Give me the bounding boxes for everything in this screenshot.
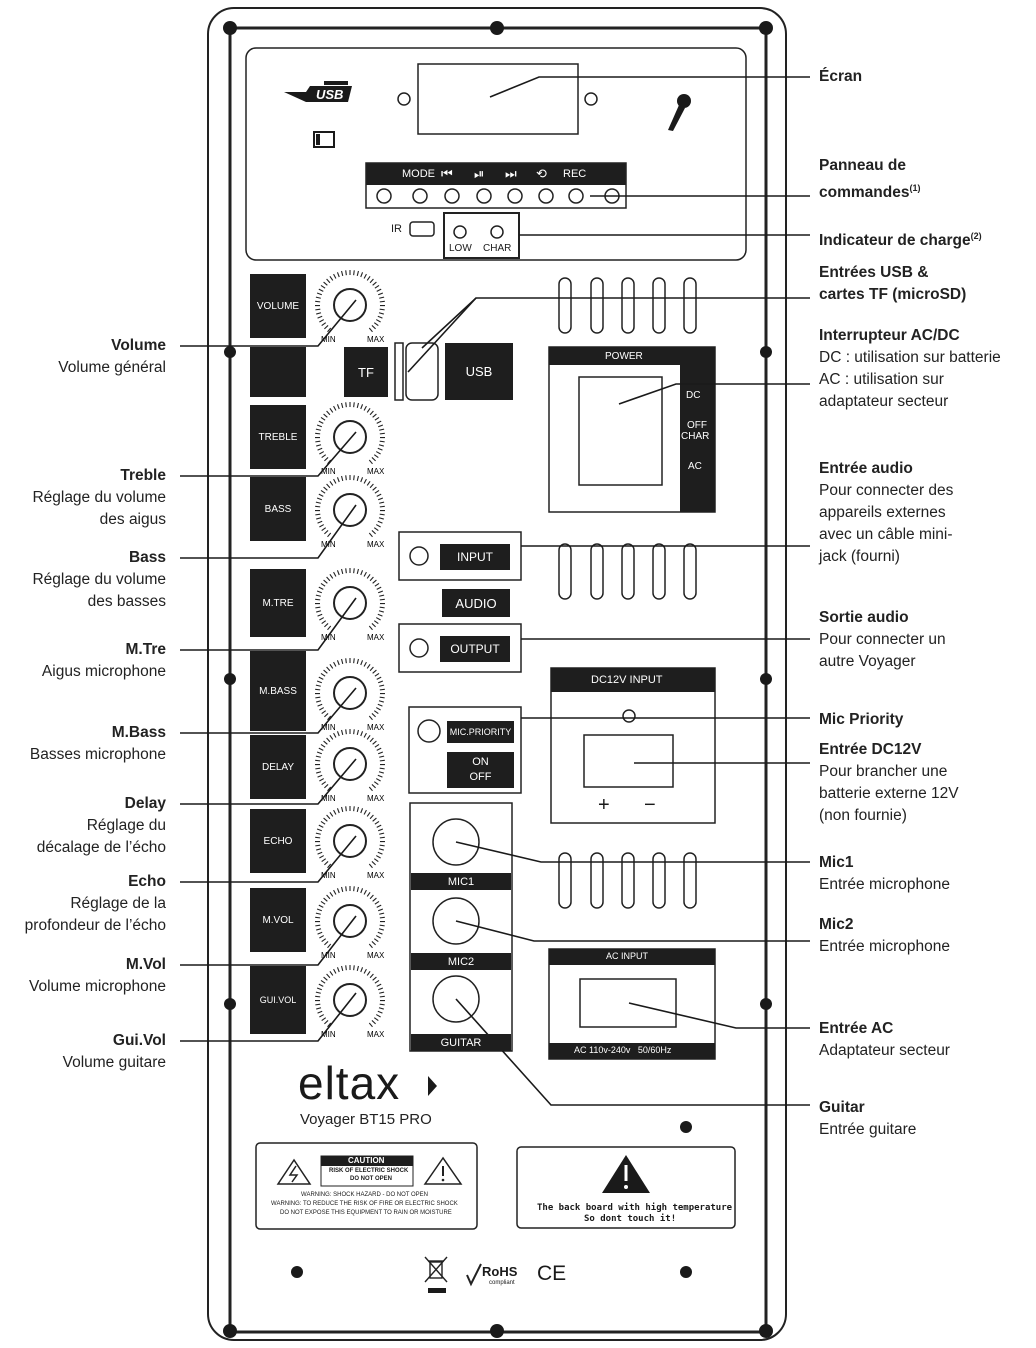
mic2-jack	[432, 897, 480, 945]
knob-mbass: MIN MAX	[314, 658, 386, 732]
knob-max-label: MAX	[367, 467, 385, 476]
input-box	[398, 531, 522, 581]
knob-volume: MIN MAX	[314, 270, 386, 344]
vent-slot	[621, 543, 635, 600]
knob-guivol: MIN MAX	[314, 965, 386, 1039]
guitar-jack	[432, 975, 480, 1023]
vent-slot	[558, 852, 572, 909]
display-module	[245, 47, 747, 261]
mic1-jack	[432, 818, 480, 866]
label-mic-priority: Mic Priority	[819, 711, 904, 728]
vent-slot	[652, 543, 666, 600]
vent-slot	[590, 543, 604, 600]
ac-socket	[579, 978, 677, 1028]
knob-echo: MIN MAX	[314, 806, 386, 880]
vent-slot	[558, 277, 572, 334]
knob-max-label: MAX	[367, 723, 385, 732]
tf-slot	[394, 342, 404, 401]
label-ecran: Écran	[819, 68, 863, 85]
knob-max-label: MAX	[367, 1030, 385, 1039]
vent-slot	[683, 543, 697, 600]
microphone-icon	[668, 94, 691, 131]
vent-slot	[590, 277, 604, 334]
vent-slot	[558, 543, 572, 600]
jack-column	[409, 802, 513, 1052]
vent-slot	[652, 277, 666, 334]
knob-min-label: MIN	[321, 633, 336, 642]
vent-slot	[683, 277, 697, 334]
exclamation-warning-icon	[423, 1156, 463, 1185]
vent-slot	[652, 852, 666, 909]
knob-max-label: MAX	[367, 951, 385, 960]
label-usb-tf: Entrées USB &cartes TF (microSD)	[819, 264, 967, 303]
display-screen	[417, 63, 579, 135]
weee-bin-icon	[424, 1256, 448, 1283]
dc12v-socket	[583, 734, 674, 788]
caution-label	[255, 1142, 478, 1230]
eltax-arrow-icon	[428, 1076, 437, 1096]
vent-slot	[621, 852, 635, 909]
output-box	[398, 623, 522, 673]
shock-warning-icon	[276, 1158, 312, 1185]
knob-min-label: MIN	[321, 335, 336, 344]
knob-max-label: MAX	[367, 794, 385, 803]
knob-max-label: MAX	[367, 871, 385, 880]
control-strip	[365, 162, 627, 209]
hot-warning-label	[516, 1146, 736, 1229]
label-interrupteur: Interrupteur AC/DC DC : utilisation sur …	[819, 327, 1001, 410]
knob-min-label: MIN	[321, 723, 336, 732]
knob-max-label: MAX	[367, 633, 385, 642]
knob-mtre: MIN MAX	[314, 568, 386, 642]
frame-bolts	[223, 21, 773, 1338]
knob-mvol: MIN MAX	[314, 886, 386, 960]
label-indicateur: Indicateur de charge(2)	[819, 231, 982, 250]
vent-slot	[683, 852, 697, 909]
vents	[558, 277, 697, 909]
knob-min-label: MIN	[321, 467, 336, 476]
vent-slot	[590, 852, 604, 909]
vent-slot	[621, 277, 635, 334]
rohs-check-icon	[466, 1263, 482, 1287]
label-panneau: Panneau de commandes(1)	[819, 157, 921, 202]
knob-min-label: MIN	[321, 794, 336, 803]
usb-slot	[405, 342, 439, 401]
outer-plate	[207, 7, 787, 1341]
knob-treble: MIN MAX	[314, 402, 386, 476]
control-strip-header	[366, 163, 626, 185]
mic-priority-box	[408, 706, 522, 794]
knob-min-label: MIN	[321, 871, 336, 880]
knob-max-label: MAX	[367, 540, 385, 549]
ir-window	[409, 221, 435, 237]
knob-min-label: MIN	[321, 951, 336, 960]
knob-min-label: MIN	[321, 1030, 336, 1039]
usb-logo-icon	[284, 81, 352, 102]
knob-max-label: MAX	[367, 335, 385, 344]
knob-delay: MIN MAX	[314, 729, 386, 803]
power-rocker	[578, 376, 663, 486]
sd-card-icon	[313, 131, 335, 148]
